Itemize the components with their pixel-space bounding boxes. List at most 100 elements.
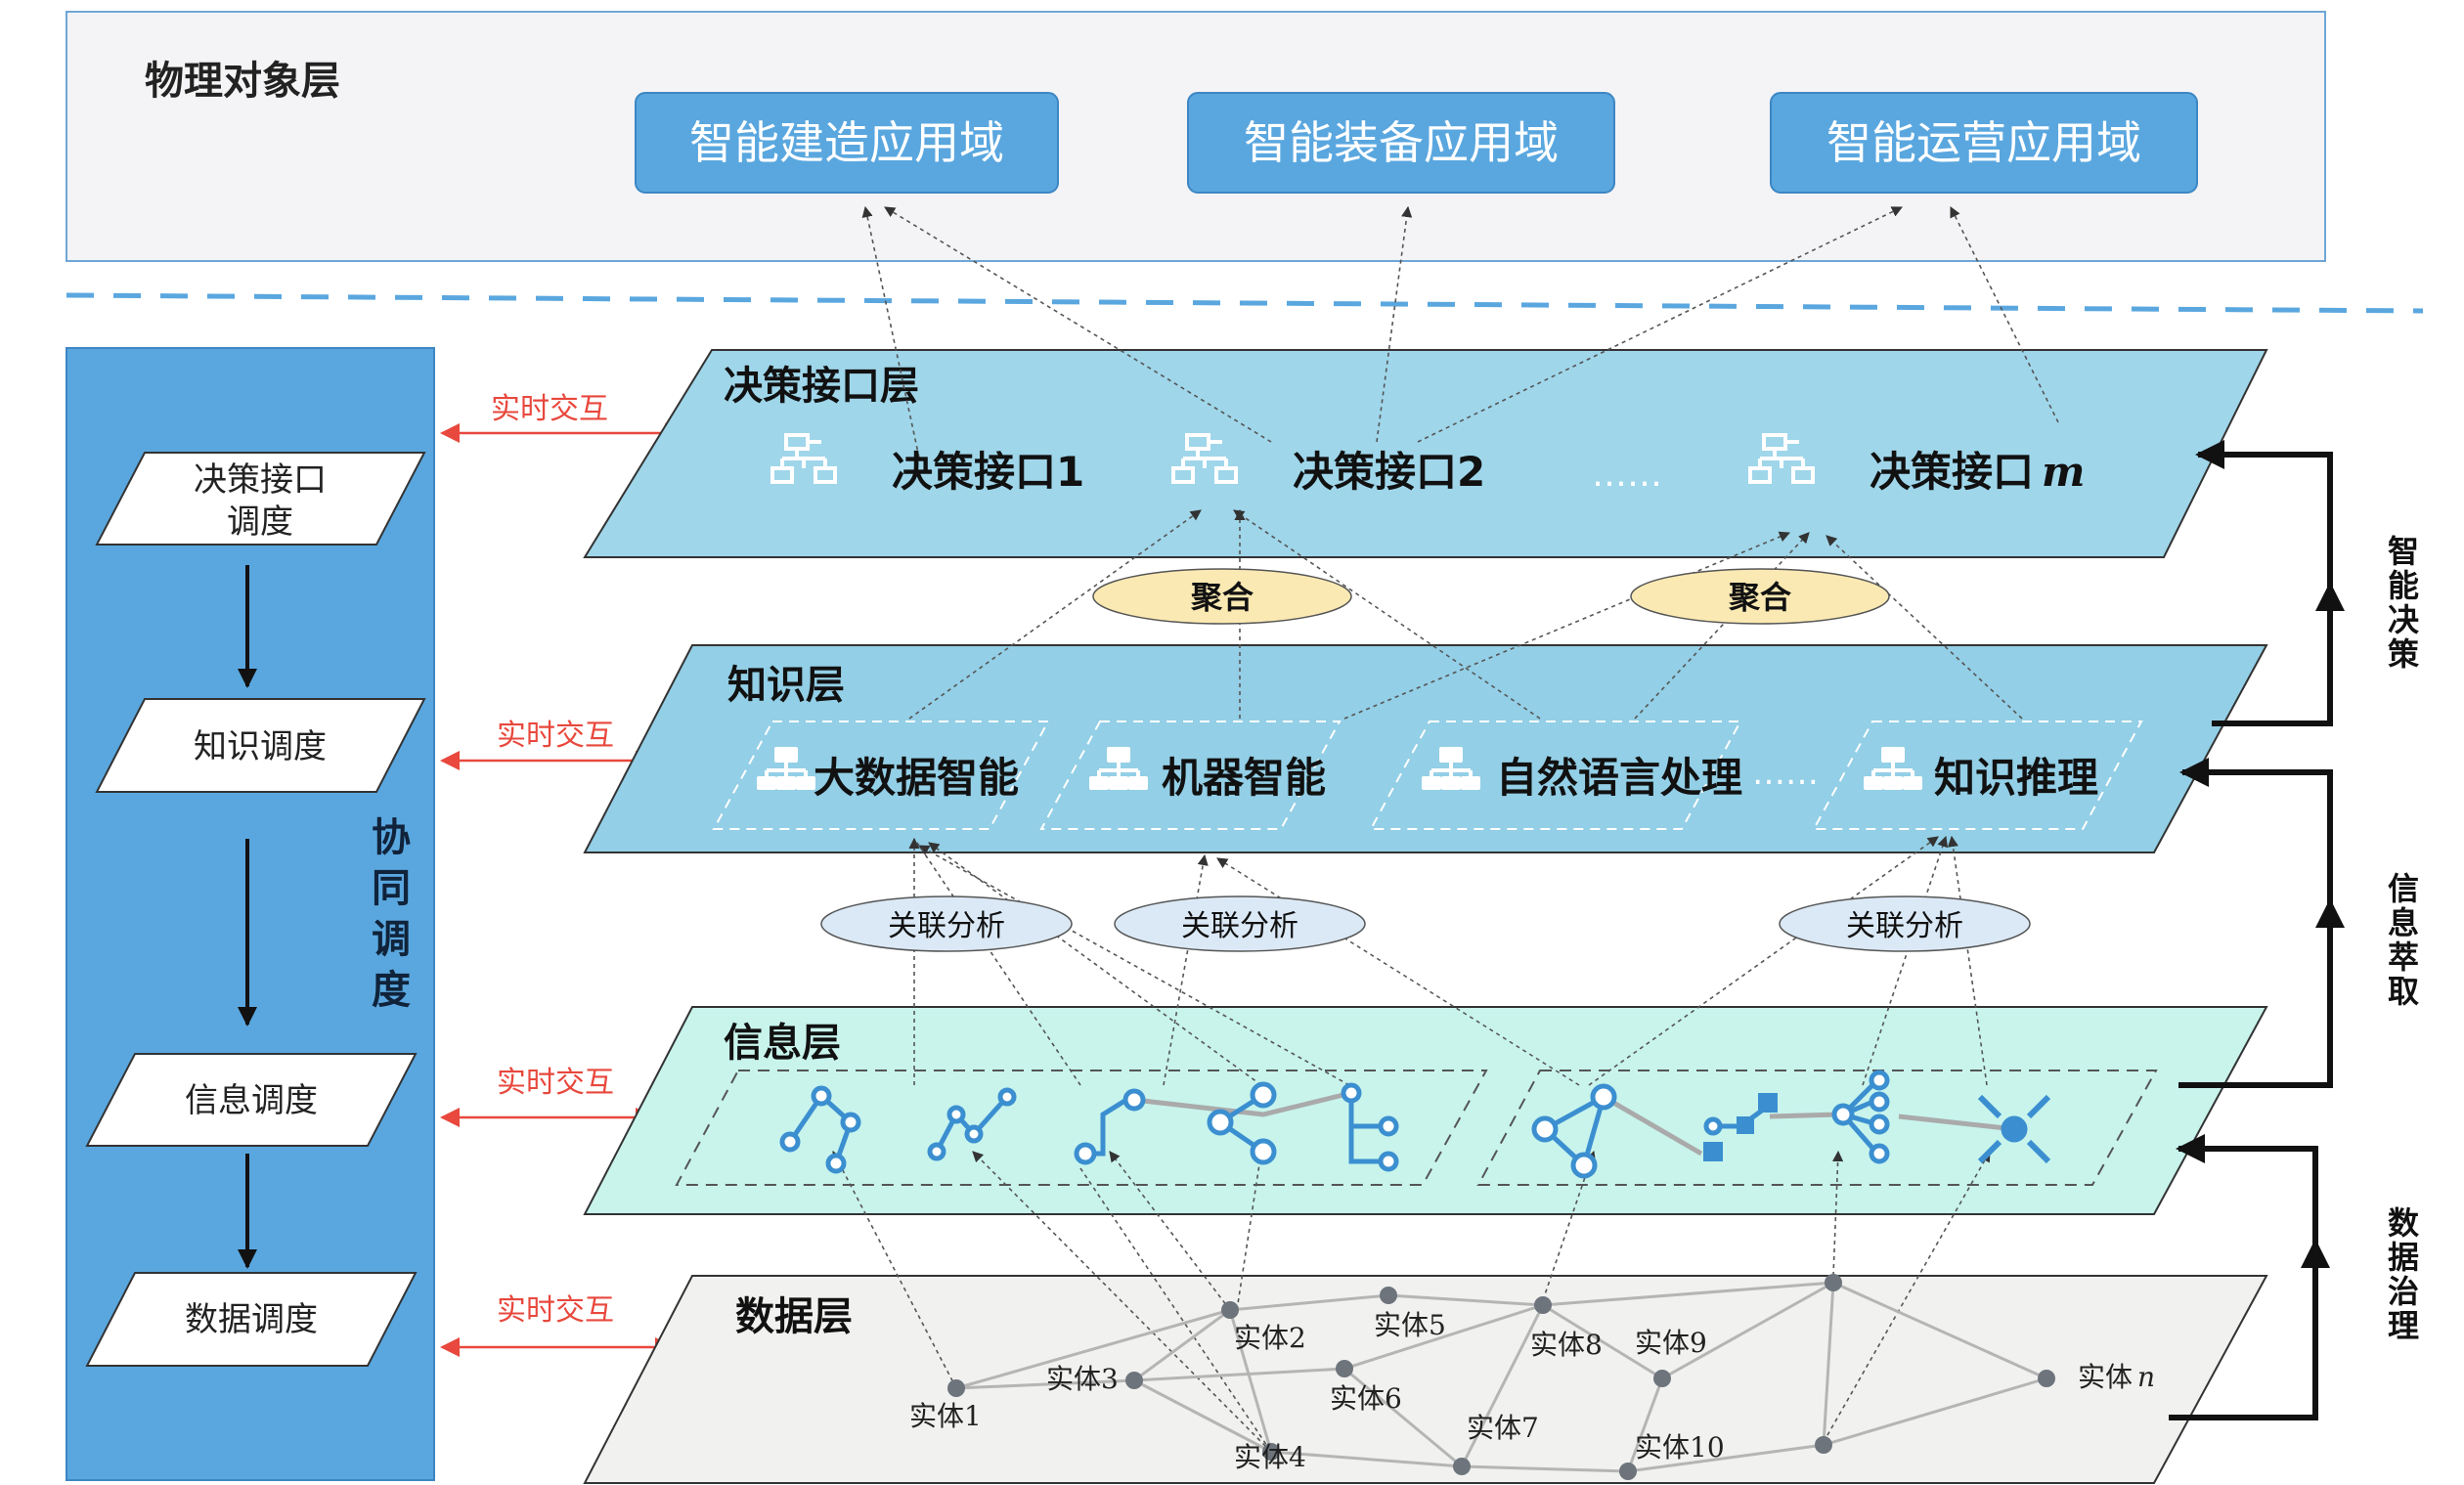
- right-label-data-governance-c3: 治: [2388, 1273, 2419, 1310]
- association-label-2: 关联分析: [1181, 909, 1298, 943]
- knowledge-item-bigdata: 大数据智能: [755, 745, 1019, 802]
- aggregate-ellipse-2: 聚合: [1630, 568, 1890, 625]
- entity-node: [1653, 1370, 1671, 1387]
- node-squares-icon: [1703, 1093, 1778, 1161]
- right-label-info-extraction-c1: 信: [2388, 870, 2419, 907]
- association-ellipse-1: 关联分析: [820, 895, 1073, 952]
- schedule-step-knowledge: 知识调度: [95, 698, 426, 793]
- coordination-title-char-2: 同: [372, 866, 411, 911]
- dotted-connectors: [832, 205, 2059, 1453]
- coordination-title-char-4: 度: [372, 968, 411, 1013]
- entity-node: [947, 1379, 965, 1397]
- domain-equipment-box: 智能装备应用域: [1187, 92, 1615, 194]
- schedule-step-info-label: 信息调度: [185, 1081, 318, 1120]
- separator-line: [66, 292, 2424, 314]
- schedule-step-data-label: 数据调度: [185, 1300, 318, 1339]
- entity-labels: 实体1 实体2 实体3 实体4 实体5 实体6 实体7 实体8 实体9 实体10…: [909, 1309, 2155, 1473]
- entity-node: [1815, 1436, 1832, 1454]
- coordination-title: 协 同 调 度: [372, 815, 411, 1013]
- decision-interface-m: 决策接口 m: [1748, 433, 2085, 496]
- domain-operation-box: 智能运营应用域: [1770, 92, 2198, 194]
- right-flow-arrows: [2169, 440, 2345, 1420]
- interaction-knowledge: 实时交互: [440, 719, 655, 770]
- knowledge-item-nlp-label: 自然语言处理: [1496, 754, 1742, 802]
- decision-interface-m-label: 决策接口: [1870, 448, 2034, 496]
- tree-branch-icon: [1341, 1082, 1399, 1172]
- knowledge-item-bigdata-label: 大数据智能: [814, 754, 1019, 802]
- right-label-smart-decision-c2: 能: [2388, 567, 2419, 604]
- knowledge-item-machine-label: 机器智能: [1162, 754, 1326, 802]
- right-label-info-extraction-c3: 萃: [2388, 939, 2419, 976]
- domain-construction-label: 智能建造应用域: [689, 116, 1004, 169]
- coordination-title-char-1: 协: [372, 815, 411, 860]
- branch-icon-1: [779, 1085, 861, 1174]
- info-layer-plane: [583, 1006, 2268, 1215]
- decision-interface-1: 决策接口1: [770, 433, 1084, 496]
- entity-label-10: 实体10: [1635, 1431, 1725, 1463]
- interaction-data: 实时交互: [440, 1293, 675, 1357]
- info-group-frames: [675, 1070, 2158, 1186]
- domain-equipment-label: 智能装备应用域: [1244, 116, 1559, 169]
- share-icon: [1207, 1081, 1277, 1165]
- data-layer-plane: [583, 1275, 2268, 1484]
- domain-operation-label: 智能运营应用域: [1826, 116, 2141, 169]
- physical-layer-title: 物理对象层: [145, 59, 340, 104]
- entity-node: [1534, 1296, 1552, 1314]
- interaction-decision-label: 实时交互: [491, 392, 608, 426]
- right-label-data-governance-c2: 据: [2388, 1239, 2419, 1276]
- data-layer-title: 数据层: [735, 1294, 853, 1339]
- entity-node: [1262, 1443, 1280, 1461]
- flow-node-icon: [1074, 1088, 1146, 1165]
- knowledge-layer-title: 知识层: [727, 663, 845, 708]
- decision-interface-1-label: 决策接口1: [892, 448, 1084, 496]
- entity-node: [1453, 1458, 1471, 1475]
- right-label-smart-decision-c3: 决: [2388, 601, 2419, 638]
- entity-node: [1619, 1463, 1637, 1480]
- entity-label-1: 实体1: [909, 1400, 982, 1432]
- entity-node: [1825, 1274, 1842, 1291]
- entity-label-4: 实体4: [1234, 1441, 1306, 1473]
- domain-construction-box: 智能建造应用域: [635, 92, 1059, 194]
- entity-node: [2038, 1370, 2055, 1387]
- entity-label-9: 实体9: [1635, 1327, 1707, 1359]
- aggregate-ellipse-1: 聚合: [1092, 568, 1352, 625]
- interaction-info-label: 实时交互: [497, 1066, 614, 1100]
- entity-label-n: 实体: [2078, 1361, 2133, 1393]
- schedule-step-decision: 决策接口 调度: [95, 452, 426, 546]
- decision-interface-2-label: 决策接口2: [1293, 448, 1485, 496]
- entity-label-6: 实体6: [1330, 1382, 1402, 1415]
- entity-label-7: 实体7: [1467, 1412, 1539, 1444]
- right-label-data-governance: 数 据 治 理: [2388, 1204, 2420, 1344]
- entity-label-3: 实体3: [1046, 1363, 1119, 1395]
- line-chart-icon: [927, 1087, 1017, 1161]
- right-label-data-governance-c1: 数: [2388, 1204, 2420, 1242]
- aggregate-label-1: 聚合: [1190, 579, 1254, 616]
- entity-label-8: 实体8: [1530, 1329, 1603, 1361]
- info-graph-icons: [779, 1070, 2051, 1179]
- interaction-knowledge-label: 实时交互: [497, 719, 614, 753]
- entity-node: [1221, 1301, 1239, 1319]
- schedule-step-decision-line1: 决策接口: [194, 460, 327, 500]
- right-side-labels: 智 能 决 策 信 息 萃 取 数 据 治 理: [2388, 533, 2420, 1344]
- entity-label-n-suffix: n: [2137, 1361, 2155, 1393]
- aggregate-label-2: 聚合: [1728, 579, 1791, 616]
- schedule-step-data: 数据调度: [85, 1272, 418, 1367]
- entity-node: [1336, 1360, 1353, 1377]
- triangle-network-icon: [1531, 1083, 1617, 1179]
- entity-label-5: 实体5: [1374, 1309, 1446, 1341]
- decision-layer-title: 决策接口层: [724, 364, 919, 409]
- right-label-smart-decision-c4: 策: [2388, 635, 2419, 673]
- decision-interface-2: 决策接口2: [1171, 433, 1485, 496]
- entity-label-2: 实体2: [1234, 1322, 1306, 1354]
- knowledge-ellipsis: ……: [1752, 754, 1819, 793]
- hub-nodes-icon: [1831, 1070, 1890, 1164]
- decision-layer-plane: [583, 349, 2268, 558]
- knowledge-item-nlp: 自然语言处理: [1420, 745, 1742, 802]
- entity-node: [1380, 1287, 1397, 1304]
- interaction-decision: 实时交互: [440, 392, 684, 443]
- knowledge-item-reasoning: 知识推理: [1862, 745, 2098, 802]
- association-ellipse-2: 关联分析: [1114, 895, 1366, 952]
- right-label-data-governance-c4: 理: [2388, 1307, 2419, 1344]
- info-layer-title: 信息层: [724, 1021, 841, 1066]
